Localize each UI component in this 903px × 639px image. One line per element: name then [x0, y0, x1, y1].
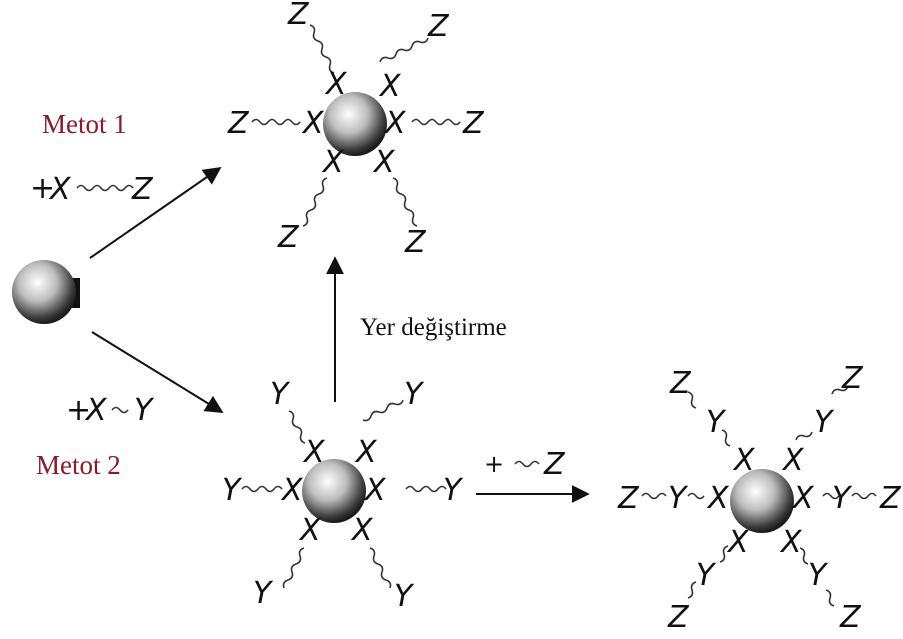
group-label-x: X	[732, 443, 756, 478]
method1-label: Metot 1	[42, 109, 127, 139]
step2-reagent: + Z	[484, 447, 566, 482]
group-label-y: Y	[668, 481, 689, 516]
method1-reagent: + X Z	[30, 171, 154, 207]
xz-particle: X X X X X X Z Z Z Z Z Z	[227, 0, 485, 260]
group-label-x: X	[302, 435, 326, 470]
group-label-x: X	[383, 106, 407, 141]
group-label-x: X	[321, 145, 345, 180]
group-label-y: Y	[443, 473, 464, 508]
group-label-y: Y	[222, 473, 243, 508]
group-label-x: X	[301, 106, 325, 141]
plus-sign: X	[84, 393, 108, 428]
group-label-z: Z	[462, 106, 485, 141]
group-label-x: X	[324, 67, 348, 102]
group-label-z: Z	[839, 600, 862, 635]
group-label-z: Z	[427, 9, 450, 44]
group-label-x: X	[298, 513, 322, 548]
method2-label: Metot 2	[36, 450, 121, 480]
group-label-y: Y	[832, 481, 853, 516]
method1-arrow	[89, 166, 222, 259]
group-label-x: X	[372, 145, 396, 180]
group-label-x: X	[378, 69, 402, 104]
plus-sign: +	[66, 393, 91, 428]
start-particle	[12, 260, 80, 324]
group-label-y: Y	[706, 405, 727, 440]
group-label-x: X	[363, 473, 387, 508]
xy-particle: X X X X X X Y Y Y Y Y Y	[222, 377, 464, 614]
group-label-z: Z	[277, 220, 300, 255]
plus-sign: Z	[131, 172, 154, 207]
group-label-y: Y	[394, 579, 415, 614]
group-label-y: Y	[404, 377, 425, 412]
group-label-x: X	[354, 435, 378, 470]
group-label-z: Z	[404, 225, 427, 260]
group-label-y: Y	[808, 558, 829, 593]
group-label-z: Z	[841, 361, 864, 396]
group-label-y: Y	[253, 576, 274, 611]
method2-reagent: + X Y	[66, 393, 155, 428]
group-label-z: Z	[287, 0, 310, 32]
group-label-y: Y	[814, 405, 835, 440]
group-label-x: X	[781, 443, 805, 478]
group-label-z: Z	[227, 106, 250, 141]
group-label-y: Y	[696, 558, 717, 593]
plus-sign: X	[48, 172, 72, 207]
group-label-x: X	[726, 525, 750, 560]
group-label-z: Z	[669, 366, 692, 401]
xyz-particle: X X X X X X Y Y Y Y Y Y Z Z Z Z Z Z	[617, 361, 902, 635]
plus-sign: Y	[134, 393, 155, 428]
plus-sign: +	[30, 171, 55, 206]
group-label-z: Z	[617, 481, 640, 516]
group-label-x: X	[791, 481, 815, 516]
group-label-z: Z	[667, 600, 690, 635]
group-label-x: X	[350, 513, 374, 548]
method2-arrow	[91, 331, 224, 413]
exchange-label: Yer değiştirme	[360, 314, 507, 341]
group-label-z: Z	[879, 481, 902, 516]
group-label-y: Y	[270, 377, 291, 412]
group-label-x: X	[779, 525, 803, 560]
group-label-x: X	[706, 481, 730, 516]
plus-sign: Z	[543, 447, 566, 482]
group-label-x: X	[280, 473, 304, 508]
plus-sign: +	[484, 450, 504, 478]
